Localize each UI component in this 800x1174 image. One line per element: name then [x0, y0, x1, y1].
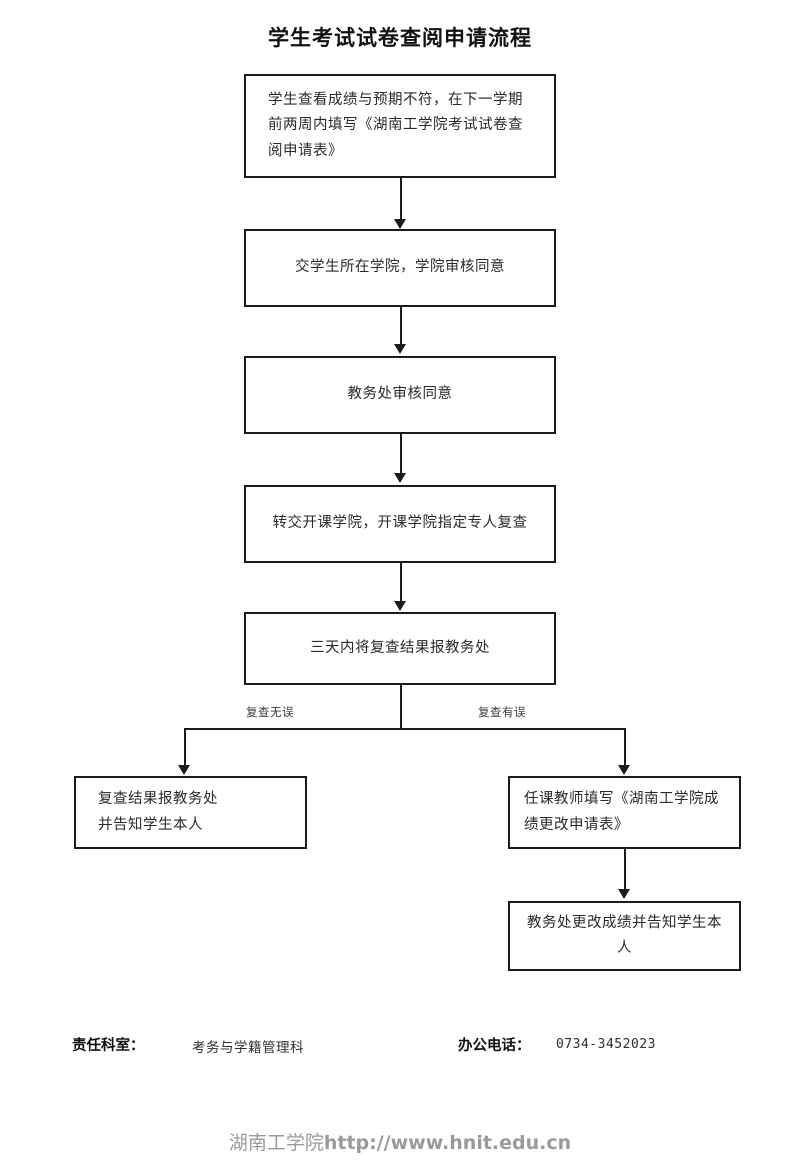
branch-horizontal — [184, 728, 625, 730]
apply-form-box-line-2: 前两周内填写《湖南工学院考试试卷查 — [268, 117, 523, 134]
department-value: 考务与学籍管理科 — [192, 1040, 304, 1055]
college-review-box-text: 交学生所在学院，学院审核同意 — [246, 255, 554, 280]
result-correct-box-text: 复查结果报教务处 并告知学生本人 — [76, 787, 305, 838]
watermark: 湖南工学院http://www.hnit.edu.cn — [0, 1128, 800, 1155]
report-result-box: 三天内将复查结果报教务处 — [244, 612, 556, 685]
apply-form-box-line-1: 学生查看成绩与预期不符，在下一学期 — [268, 91, 523, 108]
transfer-recheck-box-text: 转交开课学院，开课学院指定专人复查 — [246, 511, 554, 536]
apply-form-box: 学生查看成绩与预期不符，在下一学期 前两周内填写《湖南工学院考试试卷查 阅申请表… — [244, 74, 556, 178]
apply-form-box-line-3: 阅申请表》 — [268, 142, 343, 159]
footer: 责任科室： 考务与学籍管理科 办公电话： 0734-3452023 — [0, 1034, 800, 1058]
branch-right-arrow — [618, 765, 630, 775]
update-grade-box-text: 教务处更改成绩并告知学生本人 — [510, 911, 739, 962]
watermark-url: http://www.hnit.edu.cn — [323, 1132, 572, 1154]
phone-label: 办公电话： — [458, 1038, 531, 1054]
phone-value: 0734-3452023 — [556, 1037, 656, 1052]
result-correct-box-line-1: 复查结果报教务处 — [98, 791, 218, 808]
academic-affairs-approve-box-text: 教务处审核同意 — [246, 382, 554, 407]
transfer-recheck-box: 转交开课学院，开课学院指定专人复查 — [244, 485, 556, 563]
connector-4-to-5-arrow — [394, 601, 406, 611]
college-review-box: 交学生所在学院，学院审核同意 — [244, 229, 556, 307]
connector-2-to-3 — [400, 307, 402, 345]
connector-2-to-3-arrow — [394, 344, 406, 354]
connector-7-to-8 — [624, 849, 626, 890]
department-label: 责任科室： — [72, 1038, 145, 1054]
connector-1-to-2-arrow — [394, 219, 406, 229]
branch-left-arrow — [178, 765, 190, 775]
teacher-change-form-box-line-1: 任课教师填写《湖南工学院成 — [524, 791, 719, 808]
academic-affairs-approve-box: 教务处审核同意 — [244, 356, 556, 434]
report-result-box-text: 三天内将复查结果报教务处 — [246, 636, 554, 661]
branch-left-drop — [184, 728, 186, 766]
teacher-change-form-box-line-2: 绩更改申请表》 — [524, 816, 629, 833]
academic-affairs-approve-box-line-1: 教务处审核同意 — [347, 386, 453, 403]
transfer-recheck-box-line-1: 转交开课学院，开课学院指定专人复查 — [272, 515, 528, 532]
college-review-box-line-1: 交学生所在学院，学院审核同意 — [295, 259, 505, 276]
branch-trunk — [400, 685, 402, 729]
connector-7-to-8-arrow — [618, 889, 630, 899]
apply-form-box-text: 学生查看成绩与预期不符，在下一学期 前两周内填写《湖南工学院考试试卷查 阅申请表… — [246, 88, 554, 164]
page-title: 学生考试试卷查阅申请流程 — [268, 26, 532, 50]
watermark-org: 湖南工学院 — [228, 1133, 324, 1154]
update-grade-box: 教务处更改成绩并告知学生本人 — [508, 901, 741, 971]
result-correct-box: 复查结果报教务处 并告知学生本人 — [74, 776, 307, 849]
update-grade-box-line-1: 教务处更改成绩并告知学生本人 — [527, 914, 722, 956]
branch-right-drop — [624, 728, 626, 766]
report-result-box-line-1: 三天内将复查结果报教务处 — [310, 639, 490, 656]
teacher-change-form-box-text: 任课教师填写《湖南工学院成 绩更改申请表》 — [510, 787, 739, 838]
connector-1-to-2 — [400, 178, 402, 220]
connector-4-to-5 — [400, 563, 402, 602]
connector-3-to-4-arrow — [394, 473, 406, 483]
result-correct-box-line-2: 并告知学生本人 — [98, 816, 203, 833]
branch-label-left: 复查无误 — [246, 707, 294, 719]
branch-label-right: 复查有误 — [478, 707, 526, 719]
connector-3-to-4 — [400, 434, 402, 474]
teacher-change-form-box: 任课教师填写《湖南工学院成 绩更改申请表》 — [508, 776, 741, 849]
